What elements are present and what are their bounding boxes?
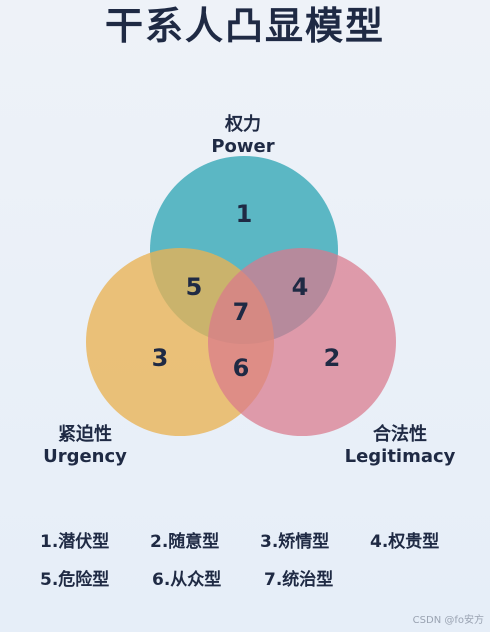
legend-item-3: 3.矫情型: [260, 531, 330, 552]
region-7-number: 7: [233, 298, 250, 326]
legitimacy-label-en: Legitimacy: [344, 446, 456, 467]
legend-row: 1.潜伏型 2.随意型 3.矫情型 4.权贵型: [40, 520, 480, 558]
legend-item-5: 5.危险型: [40, 569, 110, 590]
urgency-label-zh: 紧迫性: [58, 424, 112, 445]
legitimacy-label: 合法性 Legitimacy: [335, 424, 465, 468]
power-label-en: Power: [211, 136, 275, 157]
urgency-label: 紧迫性 Urgency: [30, 424, 140, 468]
region-4-number: 4: [292, 273, 309, 301]
legend-item-7: 7.统治型: [264, 569, 334, 590]
legitimacy-label-zh: 合法性: [373, 424, 427, 445]
region-2-number: 2: [324, 344, 341, 372]
region-3-number: 3: [152, 344, 169, 372]
legend: 1.潜伏型 2.随意型 3.矫情型 4.权贵型 5.危险型 6.从众型 7.统治…: [40, 520, 480, 596]
watermark: CSDN @fo安方: [412, 615, 484, 626]
page-title: 干系人凸显模型: [104, 4, 385, 48]
power-label: 权力 Power: [193, 114, 293, 158]
region-6-number: 6: [233, 354, 250, 382]
urgency-label-en: Urgency: [43, 446, 127, 467]
power-label-zh: 权力: [225, 114, 261, 135]
legitimacy-circle: [208, 248, 396, 436]
legend-row: 5.危险型 6.从众型 7.统治型: [40, 558, 480, 596]
legend-item-4: 4.权贵型: [370, 531, 440, 552]
legend-item-2: 2.随意型: [150, 531, 220, 552]
legend-item-6: 6.从众型: [152, 569, 222, 590]
region-5-number: 5: [186, 273, 203, 301]
legend-item-1: 1.潜伏型: [40, 531, 110, 552]
region-1-number: 1: [236, 200, 253, 228]
